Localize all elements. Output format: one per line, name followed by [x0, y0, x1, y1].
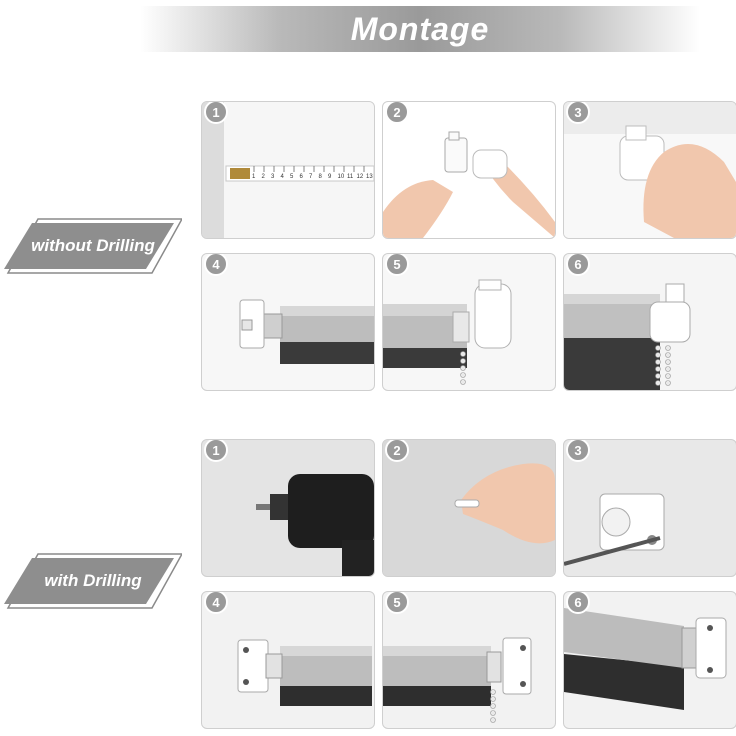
step-badge: 4: [204, 254, 228, 276]
section-label-without-drilling: without Drilling: [4, 217, 182, 275]
step-badge: 2: [385, 102, 409, 124]
step-badge: 2: [385, 440, 409, 462]
step-badge: 6: [566, 592, 590, 614]
step-panel-with-4: 4: [201, 591, 375, 729]
step-panel-without-2: 2: [382, 101, 556, 239]
section-label-text: with Drilling: [44, 571, 142, 590]
roller-bracket-left-illustration: [237, 639, 372, 706]
step-badge: 1: [204, 102, 228, 124]
tape-number: 13: [366, 174, 373, 180]
drill-illustration: [256, 474, 374, 576]
tape-number: 1: [252, 174, 256, 180]
tape-number: 5: [290, 174, 294, 180]
tape-number: 7: [309, 174, 313, 180]
step-panel-with-6: 6: [563, 591, 736, 729]
step-panel-without-5: 5: [382, 253, 556, 391]
tape-number: 8: [319, 174, 323, 180]
tape-number: 4: [281, 174, 285, 180]
section-label-text: without Drilling: [31, 236, 155, 255]
section-label-with-drilling: with Drilling: [4, 552, 182, 610]
tape-number: 2: [262, 174, 266, 180]
hands-clip-illustration: [383, 131, 555, 238]
step-badge: 3: [566, 102, 590, 124]
label-parallelogram-shape: [4, 553, 182, 609]
step-badge: 5: [385, 254, 409, 276]
step-badge: 4: [204, 592, 228, 614]
step-badge: 6: [566, 254, 590, 276]
roller-right-end-illustration: [383, 279, 512, 385]
step-panel-without-6: 6: [563, 253, 736, 391]
bracket-screw-illustration: [564, 493, 665, 566]
roller-bracket-right-illustration: [383, 637, 532, 723]
tape-number: 11: [347, 174, 354, 180]
tape-number: 12: [357, 174, 364, 180]
tape-number: 6: [300, 174, 304, 180]
hand-marking-illustration: [383, 440, 555, 576]
step-badge: 1: [204, 440, 228, 462]
step-panel-with-2: 2: [382, 439, 556, 577]
page-title: Montage: [350, 10, 490, 47]
tape-number: 3: [271, 174, 275, 180]
label-parallelogram-shape: [4, 218, 182, 274]
clip-mounted-illustration: [564, 102, 736, 238]
step-panel-with-1: 1: [201, 439, 375, 577]
step-panel-with-5: 5: [382, 591, 556, 729]
title-banner: Montage: [140, 6, 700, 52]
step-badge: 5: [385, 592, 409, 614]
step-panel-without-4: 4: [201, 253, 375, 391]
tape-number: 10: [338, 174, 345, 180]
roller-angled-illustration: [564, 608, 727, 710]
step-panel-with-3: 3: [563, 439, 736, 577]
tape-number: 9: [328, 174, 332, 180]
step-badge: 3: [566, 440, 590, 462]
roller-left-end-illustration: [239, 299, 374, 364]
blind-mounted-illustration: [564, 283, 691, 390]
step-panel-without-3: 3: [563, 101, 736, 239]
